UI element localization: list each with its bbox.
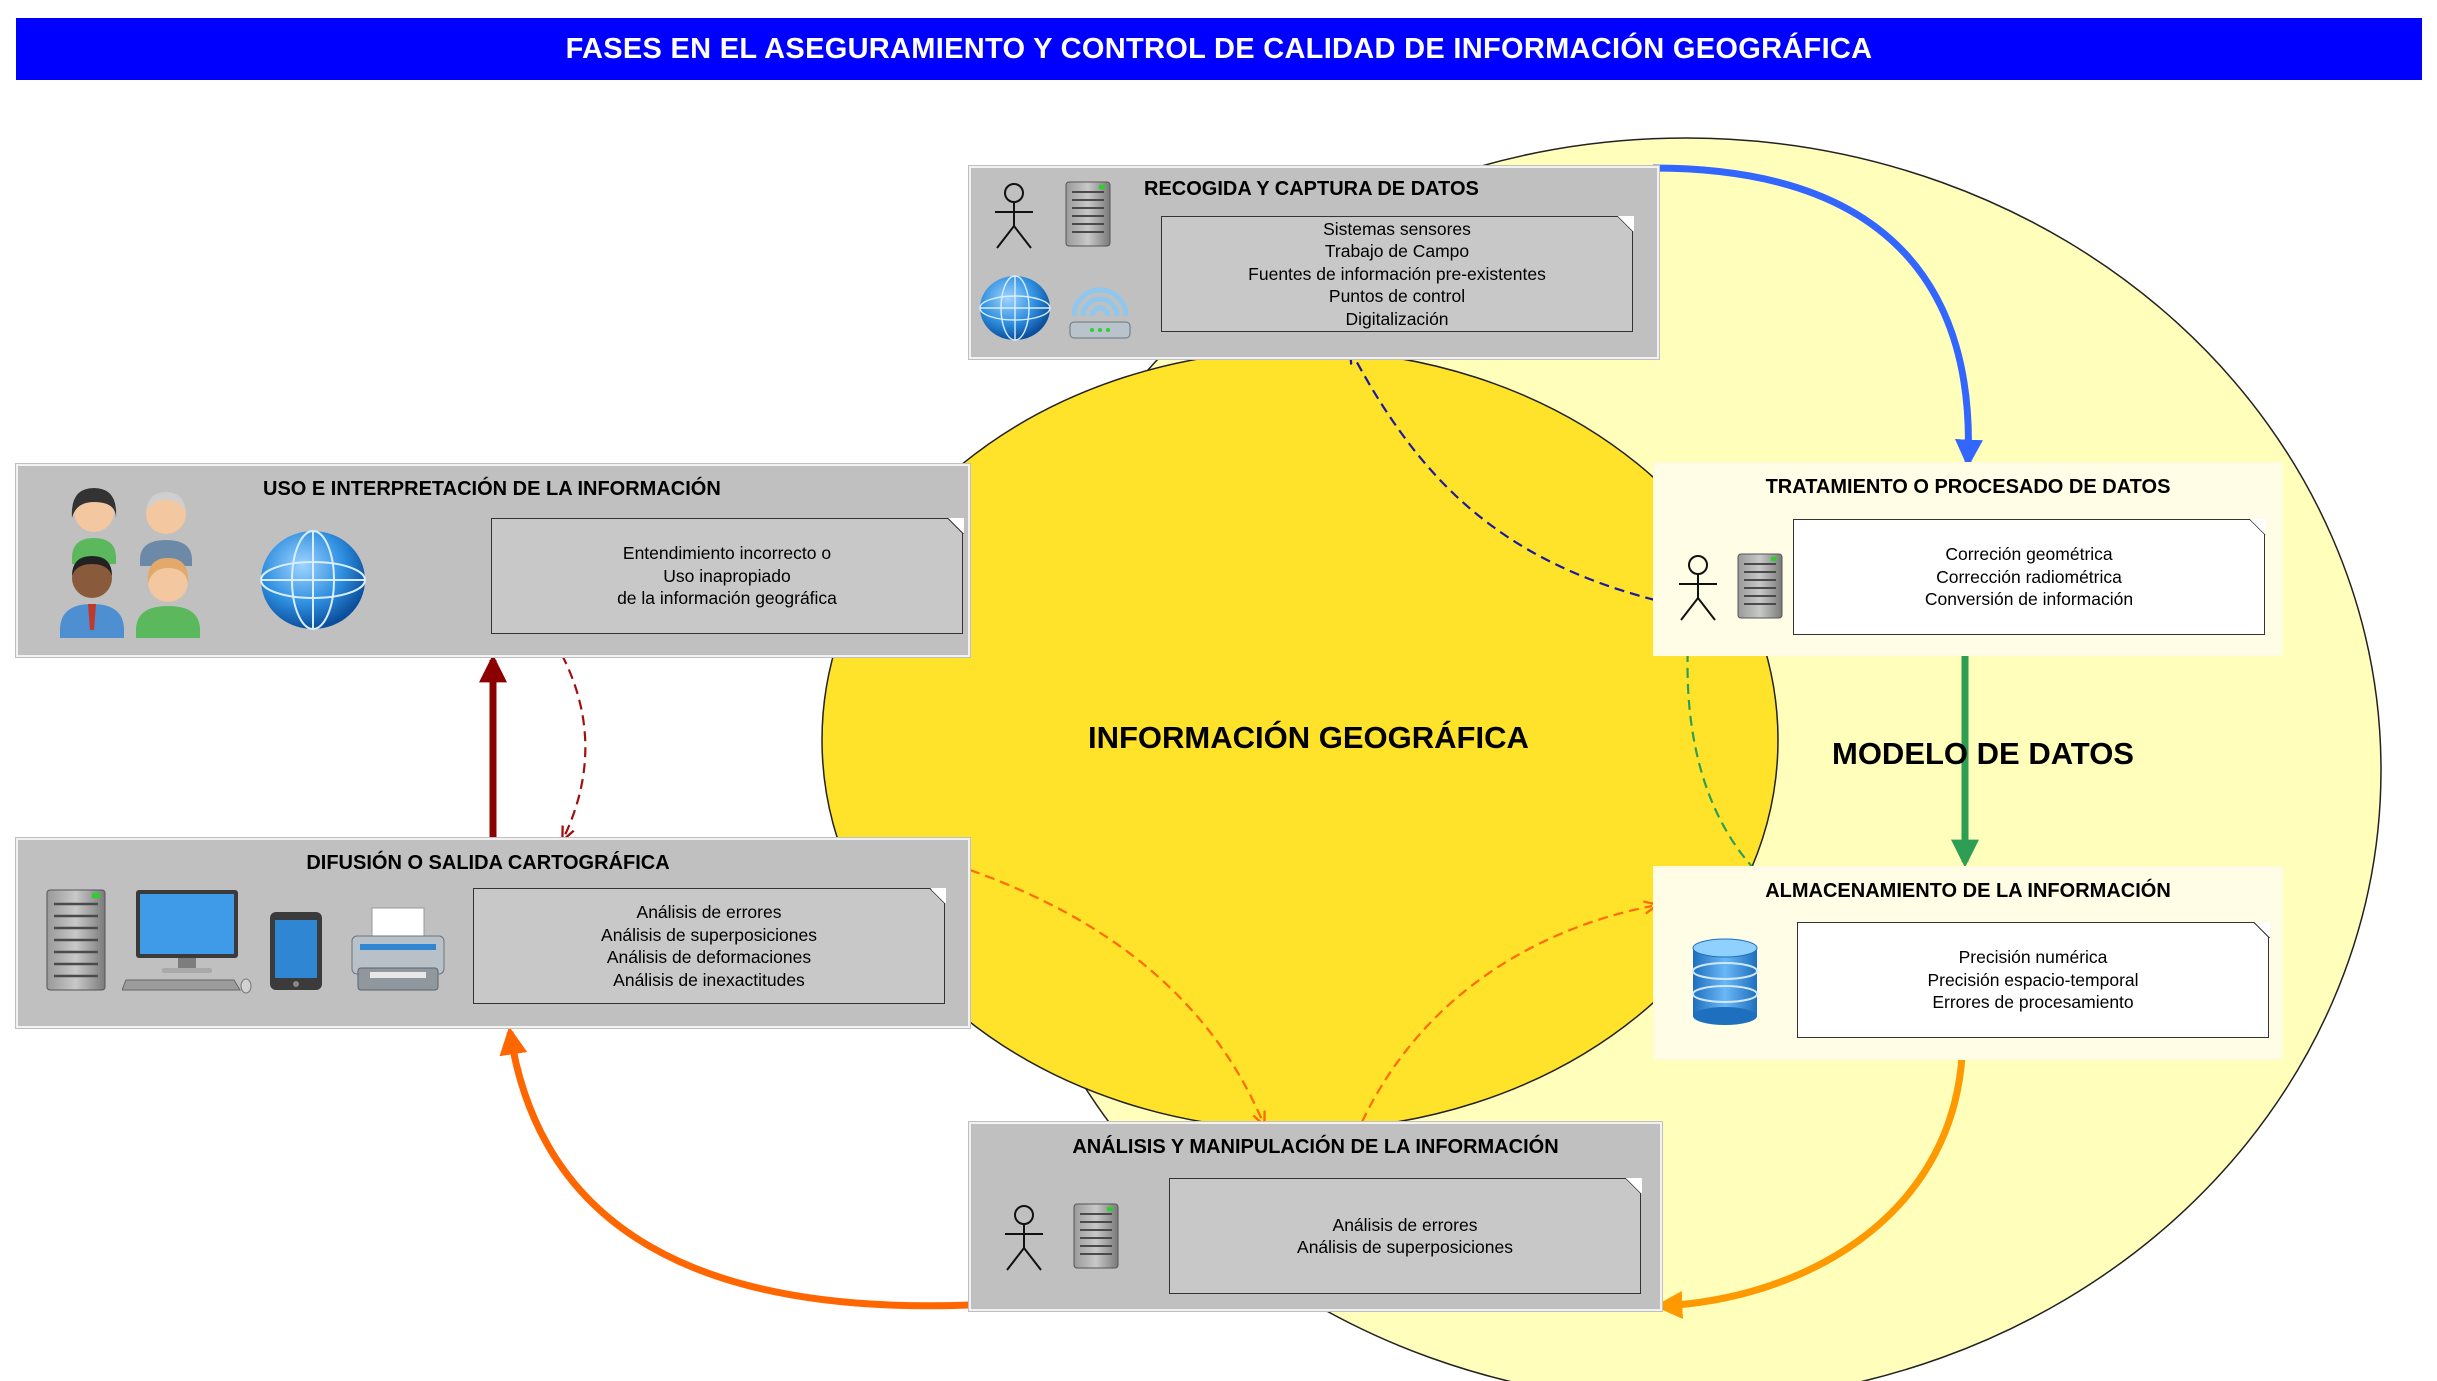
note-item: Trabajo de Campo [1324,241,1470,262]
printer-icon [351,907,445,991]
stage-title-uso: USO E INTERPRETACIÓN DE LA INFORMACIÓN [263,478,721,500]
stage-difusion: DIFUSIÓN O SALIDA CARTOGRÁFICA Análisis … [16,838,970,1028]
dashed-difusion-analisis [969,868,1262,1120]
stage-tratamiento: TRATAMIENTO O PROCESADO DE DATOS Correci… [1653,462,2283,656]
note-item: Análisis de superposiciones [601,924,817,945]
note-analisis: Análisis de errores Análisis de superpos… [1169,1177,1642,1294]
note-item: Corrección radiométrica [1936,566,2122,587]
actor-icon [1005,1205,1043,1271]
note-item: Errores de procesamiento [1932,992,2134,1013]
note-difusion: Análisis de errores Análisis de superpos… [473,887,946,1004]
note-item: Análisis de errores [1332,1214,1478,1235]
arrow-analisis-difusion [499,1026,971,1310]
stage-title-recogida: RECOGIDA Y CAPTURA DE DATOS [1144,178,1479,200]
globe-icon [260,530,366,630]
note-item: Análisis de errores [636,902,782,922]
note-item: Precisión espacio-temporal [1927,969,2139,990]
note-uso: Entendimiento incorrecto o Uso inapropia… [491,517,964,634]
database-icon [1692,938,1758,1025]
note-item: Puntos de control [1328,286,1466,307]
page-title: FASES EN EL ASEGURAMIENTO Y CONTROL DE C… [16,18,2422,80]
stage-recogida: RECOGIDA Y CAPTURA DE DATOS Sistemas sen… [969,166,1659,359]
stage-title-almacenamiento: ALMACENAMIENTO DE LA INFORMACIÓN [1765,880,2171,902]
note-item: Uso inapropiado [663,565,791,586]
users-group-icon [60,488,200,638]
note-item: Análisis de superposiciones [1297,1237,1513,1257]
stage-almacenamiento: ALMACENAMIENTO DE LA INFORMACIÓN Precisi… [1653,866,2283,1060]
server-icon [1737,553,1783,619]
globe-icon [979,275,1051,341]
center-label: INFORMACIÓN GEOGRÁFICA [1088,720,1529,755]
note-item: Correción geométrica [1945,544,2113,565]
model-label: MODELO DE DATOS [1832,736,2134,771]
actor-icon [1679,555,1717,621]
server-icon [46,889,106,991]
note-item: Fuentes de información pre-existentes [1248,263,1546,284]
stage-uso: USO E INTERPRETACIÓN DE LA INFORMACIÓN E… [16,464,970,657]
stage-title-difusion: DIFUSIÓN O SALIDA CARTOGRÁFICA [306,852,670,874]
arrow-almacenamiento-analisis [1654,1056,1966,1320]
dashed-uso-difusion [561,654,587,835]
note-item: Análisis de deformaciones [606,947,812,967]
note-tratamiento: Correción geométrica Corrección radiomét… [1793,518,2266,635]
arrow-recogida-tratamiento [1652,164,1983,468]
note-item: Análisis de inexactitudes [613,969,805,990]
desktop-computer-icon [122,890,252,994]
server-icon [1065,181,1111,247]
note-item: de la información geográfica [617,588,837,609]
dashed-analisis-almacenamiento [1361,906,1652,1123]
wireless-router-icon [1069,287,1131,339]
stage-title-tratamiento: TRATAMIENTO O PROCESADO DE DATOS [1765,476,2171,498]
note-item: Conversión de información [1924,589,2134,610]
actor-icon [995,183,1033,249]
note-item: Digitalización [1345,308,1449,329]
note-almacenamiento: Precisión numérica Precisión espacio-tem… [1797,921,2270,1038]
stage-title-analisis: ANÁLISIS Y MANIPULACIÓN DE LA INFORMACIÓ… [1072,1136,1559,1158]
note-item: Sistemas sensores [1323,218,1471,239]
note-recogida: Sistemas sensores Trabajo de Campo Fuent… [1161,215,1634,332]
server-icon [1073,1203,1119,1269]
note-item: Entendimiento incorrecto o [622,543,832,564]
tablet-icon [270,912,322,990]
stage-analisis: ANÁLISIS Y MANIPULACIÓN DE LA INFORMACIÓ… [969,1122,1662,1311]
note-item: Precisión numérica [1958,947,2108,968]
